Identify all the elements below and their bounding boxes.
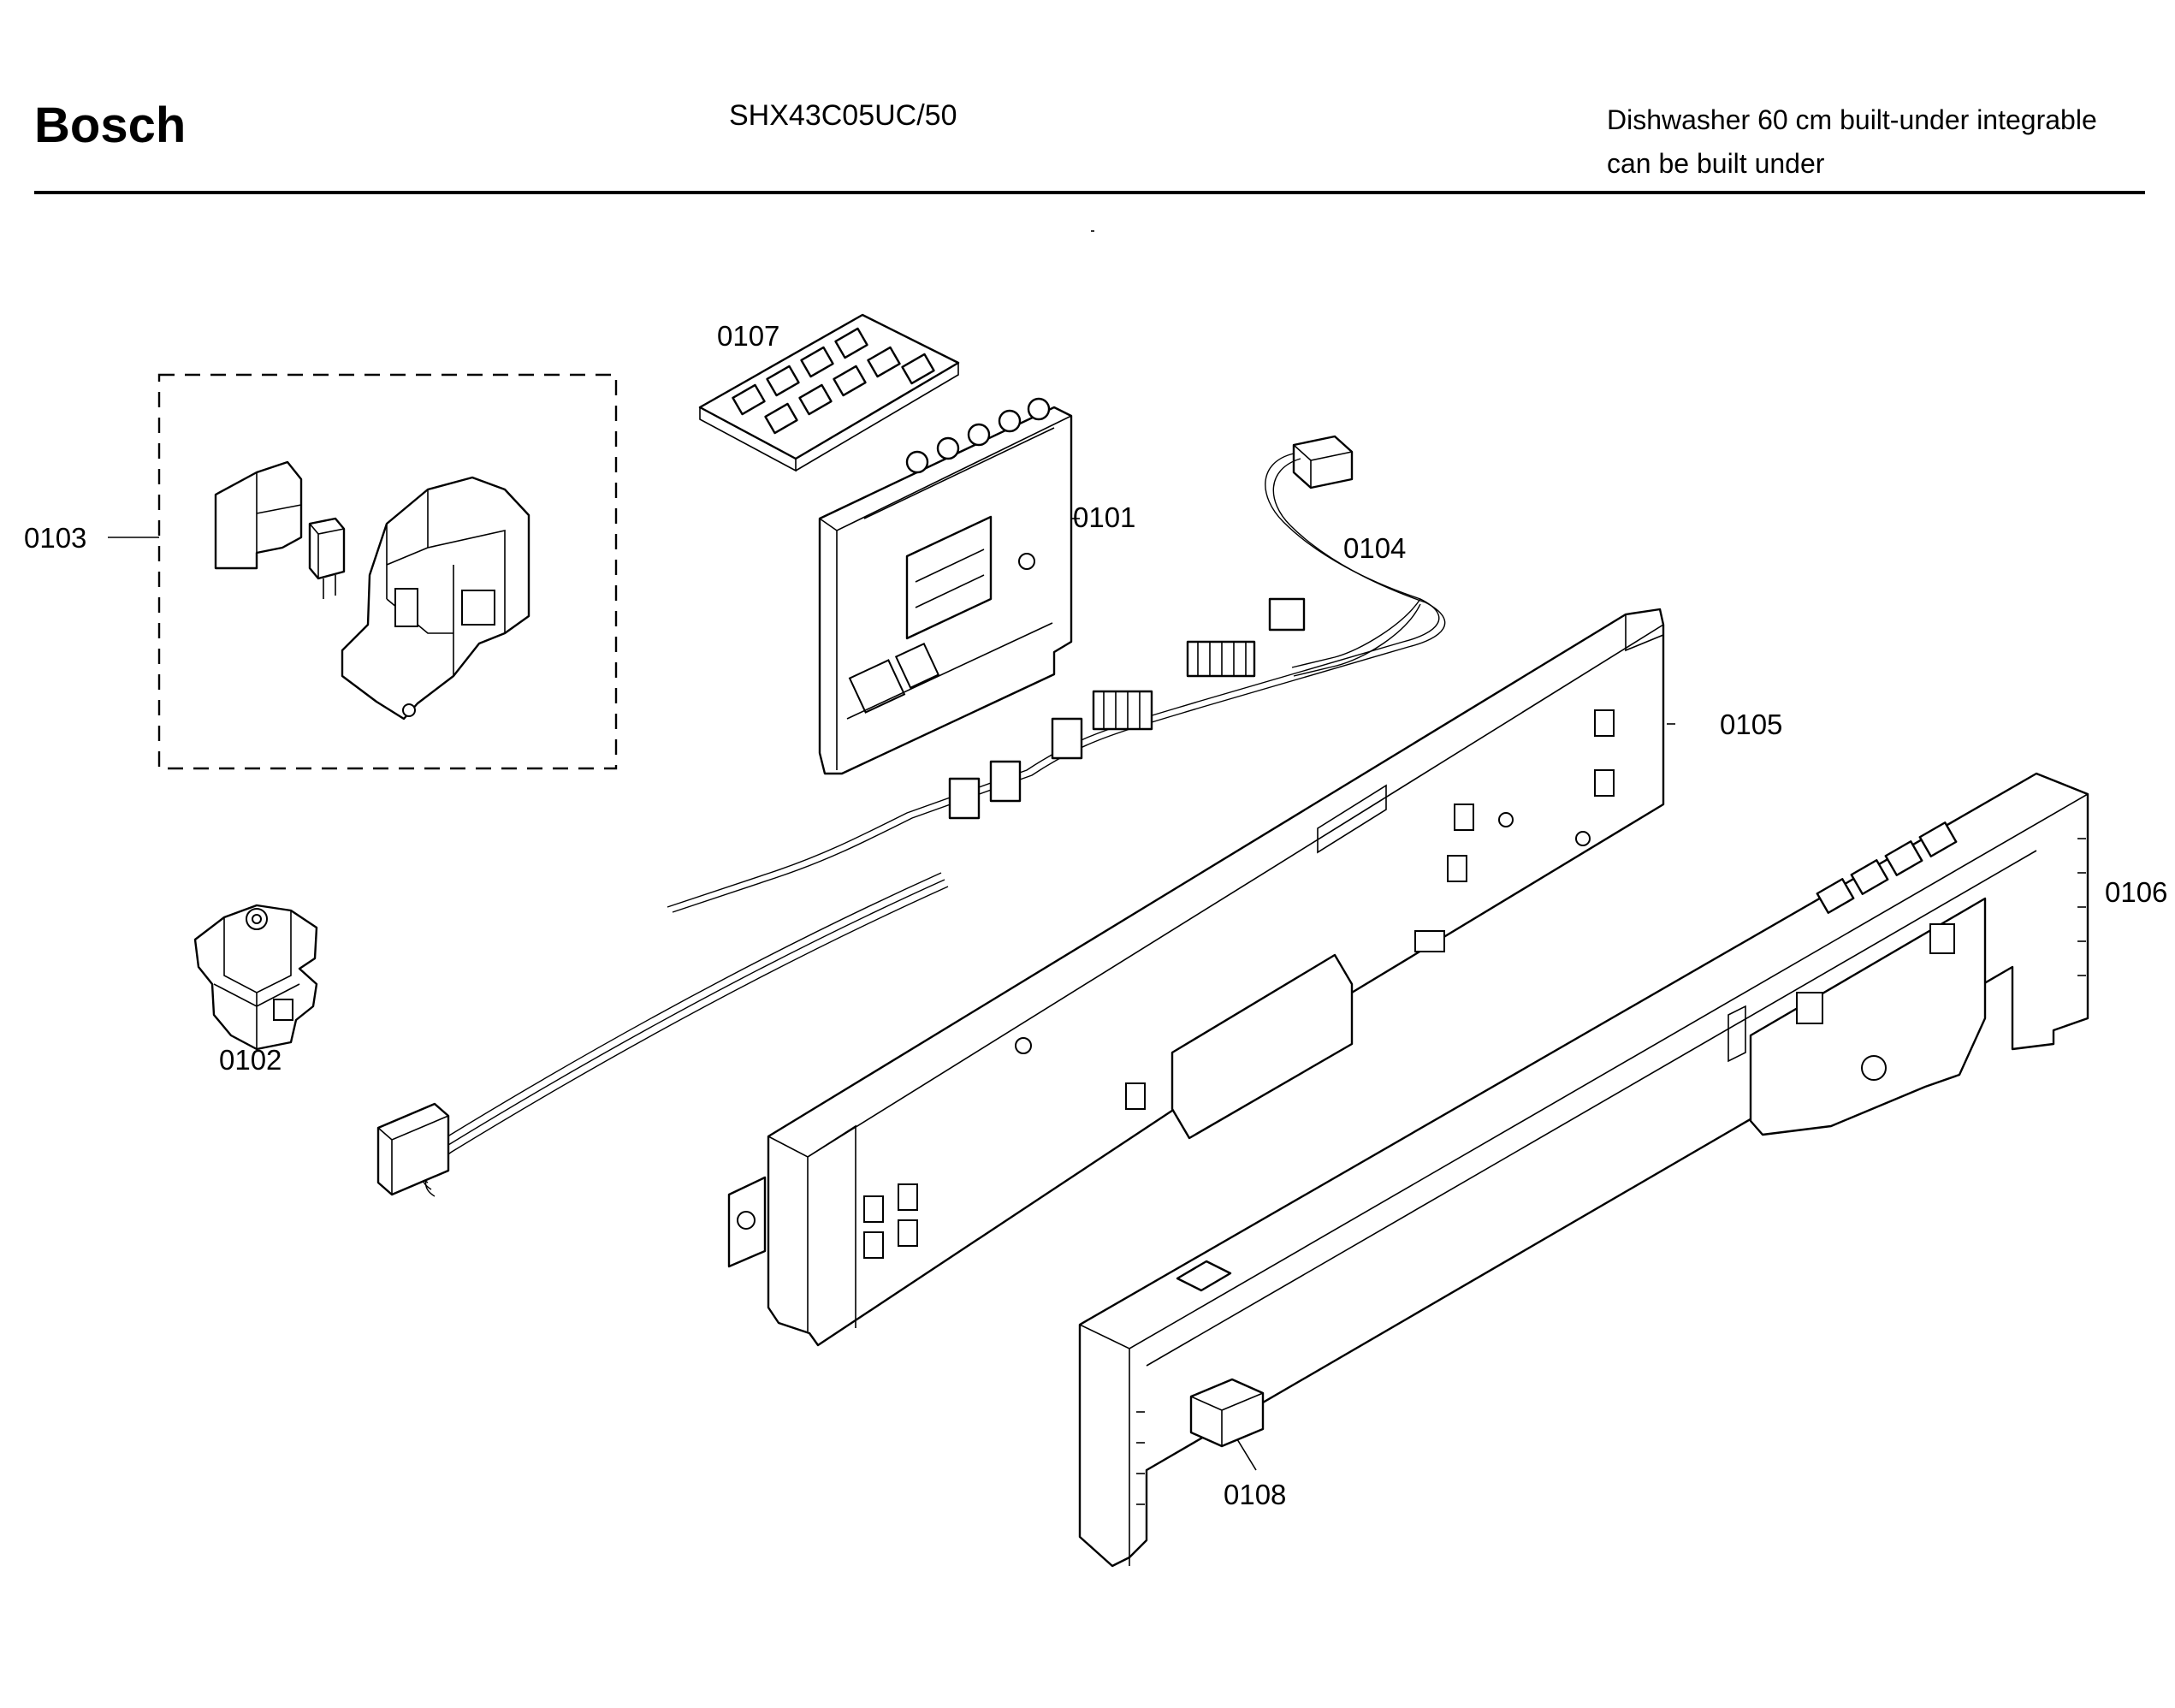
header-divider [34, 191, 2145, 194]
product-description: Dishwasher 60 cm built-under integrable … [1607, 98, 2097, 186]
product-description-line-1: Dishwasher 60 cm built-under integrable [1607, 104, 2097, 135]
part-0104-wiring-harness [376, 435, 1446, 1197]
model-number: SHX43C05UC/50 [729, 99, 957, 132]
callout-0108: 0108 [1224, 1479, 1286, 1510]
product-description-line-2: can be built under [1607, 148, 1825, 179]
callout-0106: 0106 [2105, 876, 2167, 908]
brand-logo-text: Bosch [34, 98, 187, 153]
part-0103-assembly [108, 373, 618, 770]
part-0105-panel-frame [727, 608, 1665, 1347]
callout-0102: 0102 [219, 1044, 282, 1076]
part-0107-keypad-mat [698, 313, 960, 472]
part-0108 [1189, 1378, 1265, 1471]
part-0101-control-module [818, 397, 1073, 775]
callout-0107: 0107 [717, 320, 779, 352]
part-0102 [193, 904, 318, 1051]
callout-0101: 0101 [1073, 501, 1135, 533]
callout-0104: 0104 [1343, 532, 1406, 564]
callout-0105: 0105 [1720, 709, 1782, 740]
part-0106-front-fascia [1078, 772, 2089, 1568]
callout-0103: 0103 [24, 522, 86, 554]
